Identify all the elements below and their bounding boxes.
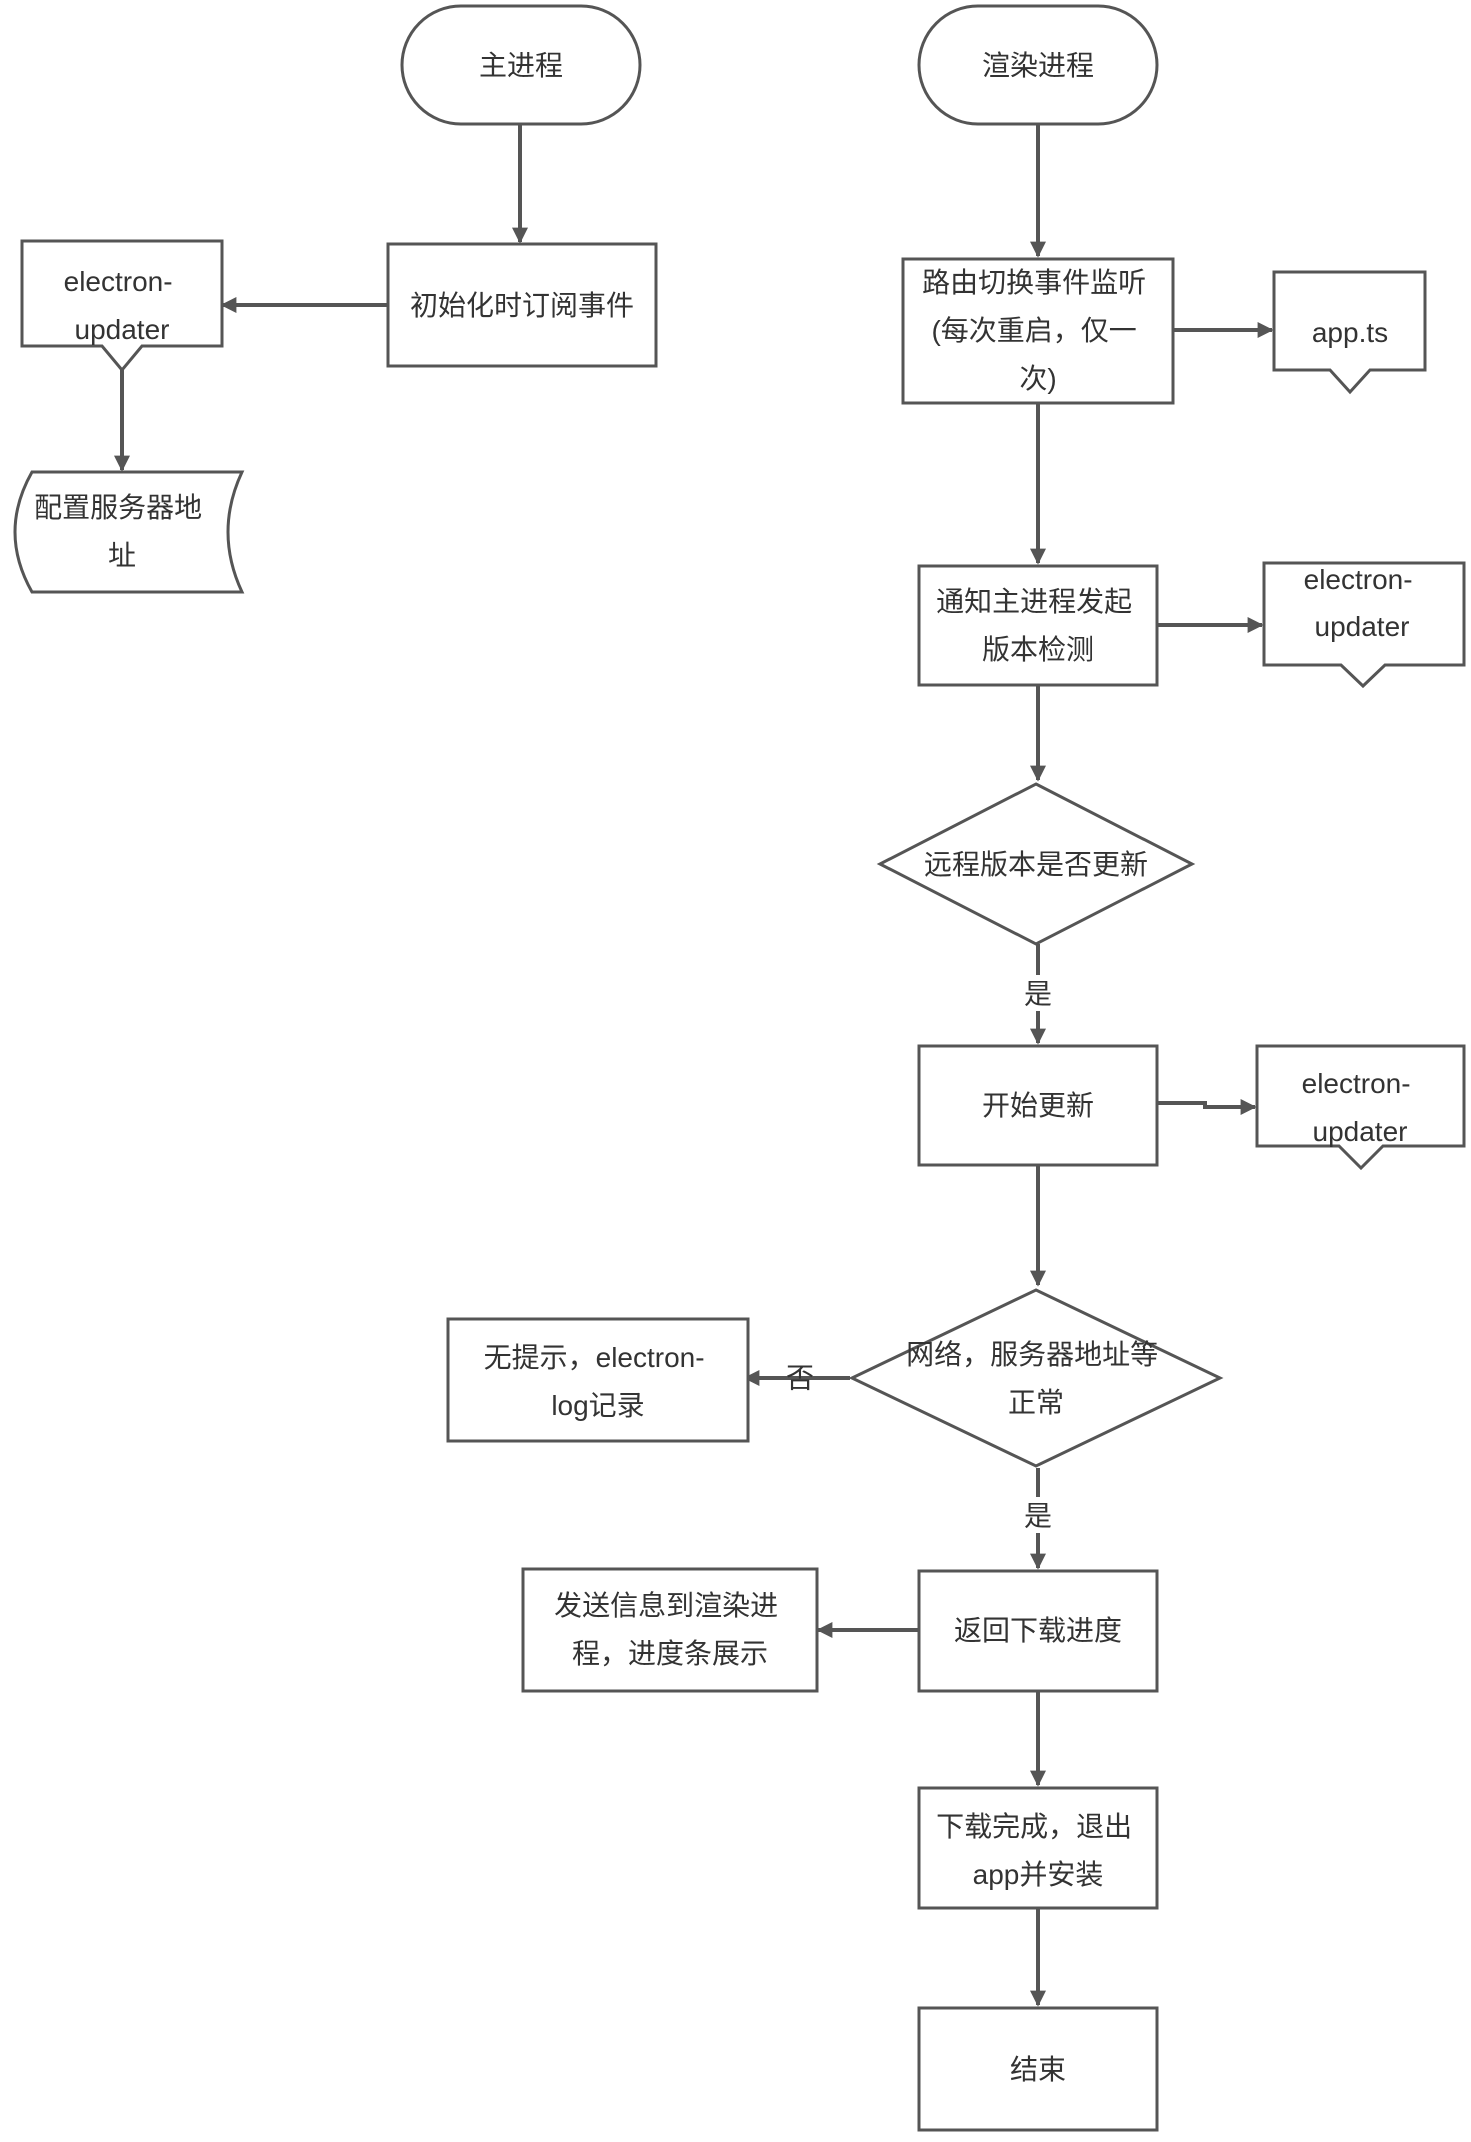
edge-start-to-updater <box>1157 1099 1257 1115</box>
edge-label-yes-1: 是 <box>1024 979 1052 1010</box>
node-line: 次) <box>1019 363 1056 394</box>
node-line: log记录 <box>551 1390 644 1421</box>
node-line: 址 <box>108 540 136 571</box>
node-line: 无提示，electron- <box>484 1342 705 1373</box>
edge-labels: 是 否 是 <box>786 975 1058 1533</box>
node-label: 主进程 <box>479 50 563 81</box>
node-line: 主进程 <box>479 50 563 81</box>
node-line: 正常 <box>1008 1387 1064 1418</box>
node-main-process: 主进程 <box>400 4 642 126</box>
node-label: 无提示，electron- log记录 <box>484 1342 713 1421</box>
node-line: 通知主进程发起 <box>936 586 1132 617</box>
node-line: 配置服务器地 <box>34 492 202 523</box>
node-start-update: 开始更新 <box>917 1044 1159 1167</box>
node-line: app.ts <box>1312 317 1388 348</box>
node-line: updater <box>1315 611 1410 642</box>
node-init-subscribe: 初始化时订阅事件 <box>386 242 658 368</box>
node-line: 结束 <box>1010 2054 1066 2085</box>
node-electron-updater-r1: electron- updater <box>1262 561 1466 689</box>
node-label: 返回下载进度 <box>954 1615 1122 1646</box>
node-line: 开始更新 <box>982 1090 1094 1121</box>
node-line: 下载完成，退出 <box>936 1811 1132 1842</box>
node-line: electron- <box>64 266 173 297</box>
node-label: 下载完成，退出 app并安装 <box>936 1811 1140 1890</box>
node-route-listen: 路由切换事件监听 (每次重启，仅一 次) <box>901 257 1175 405</box>
node-return-progress: 返回下载进度 <box>917 1569 1159 1693</box>
node-line: 路由切换事件监听 <box>922 267 1146 298</box>
node-label: electron- updater <box>64 266 181 345</box>
edge-label-no: 否 <box>786 1363 814 1394</box>
node-line: (每次重启，仅一 <box>931 315 1136 346</box>
node-network-ok: 网络，服务器地址等 正常 <box>848 1288 1224 1468</box>
node-line: 程，进度条展示 <box>572 1638 768 1669</box>
node-line: updater <box>75 314 170 345</box>
node-line: 网络，服务器地址等 <box>906 1339 1158 1370</box>
node-app-ts: app.ts <box>1272 270 1427 395</box>
node-label: electron- updater <box>1304 564 1421 642</box>
node-line: 版本检测 <box>982 634 1094 665</box>
node-label: 配置服务器地 址 <box>34 492 210 571</box>
node-line: app并安装 <box>973 1859 1104 1890</box>
node-line: 渲染进程 <box>982 50 1094 81</box>
node-electron-updater-left: electron- updater <box>20 239 224 373</box>
edge-label-yes-2: 是 <box>1024 1501 1052 1532</box>
node-line: 初始化时订阅事件 <box>410 290 634 321</box>
node-render-process: 渲染进程 <box>917 4 1159 126</box>
node-notify-check: 通知主进程发起 版本检测 <box>917 564 1159 687</box>
node-line: updater <box>1313 1116 1408 1147</box>
node-line: electron- <box>1304 564 1413 595</box>
node-label: 渲染进程 <box>982 50 1094 81</box>
node-remote-newer: 远程版本是否更新 <box>876 782 1196 946</box>
node-send-info: 发送信息到渲染进 程，进度条展示 <box>521 1567 819 1693</box>
node-label: 开始更新 <box>982 1090 1094 1121</box>
node-label: 发送信息到渲染进 程，进度条展示 <box>554 1590 786 1669</box>
node-label: electron- updater <box>1302 1068 1419 1147</box>
node-end: 结束 <box>917 2006 1159 2132</box>
node-label: 通知主进程发起 版本检测 <box>936 586 1140 665</box>
node-label: 初始化时订阅事件 <box>410 290 634 321</box>
node-line: 发送信息到渲染进 <box>554 1590 778 1621</box>
node-label: 网络，服务器地址等 正常 <box>906 1339 1166 1418</box>
node-no-prompt: 无提示，electron- log记录 <box>446 1317 750 1443</box>
node-download-done: 下载完成，退出 app并安装 <box>917 1786 1159 1910</box>
node-line: 返回下载进度 <box>954 1615 1122 1646</box>
node-line: 远程版本是否更新 <box>924 849 1148 880</box>
node-electron-updater-r2: electron- updater <box>1255 1044 1466 1171</box>
node-label: 路由切换事件监听 (每次重启，仅一 次) <box>922 267 1154 394</box>
node-line: electron- <box>1302 1068 1411 1099</box>
node-label: 远程版本是否更新 <box>924 849 1148 880</box>
node-config-server: 配置服务器地 址 <box>13 470 245 594</box>
node-label: app.ts <box>1312 317 1388 348</box>
node-label: 结束 <box>1010 2054 1066 2085</box>
